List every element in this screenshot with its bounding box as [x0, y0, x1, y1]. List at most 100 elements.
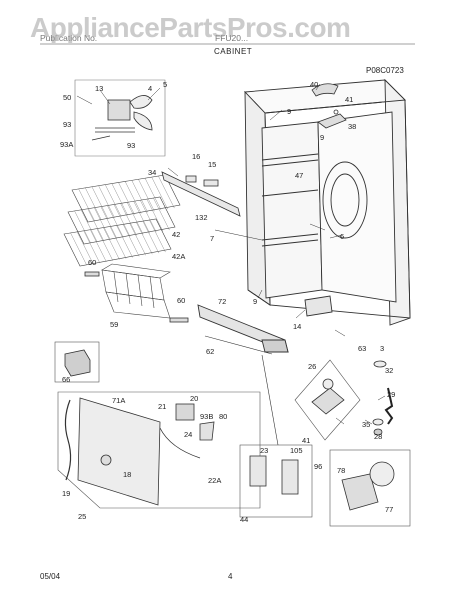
- callout-c15: 15: [208, 160, 217, 169]
- shelf-wire: [131, 180, 148, 213]
- callout-c96: 96: [314, 462, 323, 471]
- shelf-wire: [124, 181, 142, 214]
- shelf-wire: [105, 184, 122, 217]
- shelf-wire: [133, 201, 150, 234]
- shelf-wire: [87, 208, 104, 241]
- kickplate-dimension: [204, 335, 273, 355]
- wire-shelf-mesh: [70, 175, 175, 266]
- leader-lines: [76, 83, 386, 425]
- light-socket: [249, 455, 299, 495]
- callout-c25: 25: [78, 512, 87, 521]
- callout-c60a: 60: [88, 258, 97, 267]
- inset-26: [294, 359, 361, 441]
- shelf-wire: [140, 200, 157, 233]
- callout-c35: 35: [362, 420, 371, 429]
- callout-c62: 62: [206, 347, 215, 356]
- callout-c18: 18: [123, 470, 132, 479]
- shelf-wire: [91, 186, 109, 219]
- callout-c3: 3: [380, 344, 385, 353]
- callout-c19: 19: [62, 489, 71, 498]
- thermostat: [159, 403, 215, 459]
- shelf-wire: [85, 187, 102, 220]
- section-title: CABINET: [214, 47, 253, 56]
- shelf-wire: [98, 185, 115, 218]
- shelf-wire: [126, 202, 144, 235]
- callout-c9b: 9: [320, 133, 325, 142]
- wire-shelves: [63, 174, 181, 267]
- callout-c41b: 41: [302, 436, 311, 445]
- callout-c59: 59: [110, 320, 119, 329]
- callout-c72: 72: [218, 297, 227, 306]
- callout-c24: 24: [184, 430, 193, 439]
- callout-c50: 50: [63, 93, 72, 102]
- callout-c9a: 9: [287, 107, 292, 116]
- callout-c47: 47: [295, 171, 304, 180]
- shelf-wire: [96, 228, 114, 261]
- shelf-wire: [80, 209, 98, 242]
- evaporator-bar: [161, 171, 241, 217]
- inset-105: [239, 444, 313, 518]
- callout-c28: 28: [374, 432, 383, 441]
- callout-c60b: 60: [177, 296, 186, 305]
- callout-c105: 105: [290, 446, 303, 455]
- top-hinge: [311, 83, 347, 129]
- drain-hose: [384, 387, 394, 425]
- publication-label: Publication No.: [40, 33, 98, 43]
- callout-c26: 26: [308, 362, 317, 371]
- callout-c16: 16: [192, 152, 201, 161]
- shelf-wire: [76, 231, 94, 264]
- callout-c71A: 71A: [112, 396, 126, 405]
- model-label: FFU20...: [215, 33, 249, 43]
- callout-c4: 4: [148, 84, 153, 93]
- callout-c6: 6: [340, 232, 345, 241]
- callout-c132: 132: [195, 213, 208, 222]
- shelf-wire: [153, 197, 170, 231]
- callout-c41a: 41: [345, 95, 354, 104]
- cabinet-body: [244, 78, 411, 326]
- fan-motor-inset: [74, 79, 166, 157]
- watermark-logo: AppliancePartsPros.com: [30, 12, 351, 43]
- callout-c77: 77: [385, 505, 394, 514]
- control-panel-inset: [57, 391, 261, 509]
- shelf-wire: [109, 226, 127, 259]
- shelf-wire: [136, 222, 153, 255]
- shelf-wire: [118, 182, 135, 215]
- callout-c42A: 42A: [172, 252, 186, 261]
- shelf-wire: [149, 219, 166, 253]
- callout-c7: 7: [210, 234, 215, 243]
- kickplate: [197, 304, 289, 353]
- footer-date: 05/04: [40, 572, 61, 581]
- callout-c93A: 93A: [60, 140, 74, 149]
- shelf-wire: [90, 229, 107, 262]
- shelf-wire: [122, 224, 140, 257]
- callout-c22A: 22A: [208, 476, 222, 485]
- shelf-wire: [100, 206, 118, 239]
- callout-c9c: 9: [253, 297, 258, 306]
- callout-c66: 66: [62, 375, 71, 384]
- callout-c78: 78: [337, 466, 346, 475]
- shelf-wire: [158, 175, 175, 209]
- shelf-wire: [120, 203, 137, 236]
- callout-c29: 29: [387, 390, 396, 399]
- shelf-wire: [107, 205, 124, 238]
- shelf-wire: [74, 210, 91, 244]
- shelf-wire: [70, 232, 87, 266]
- inset-66: [54, 341, 100, 383]
- shelf-wire: [116, 225, 133, 258]
- callout-c44: 44: [240, 515, 249, 524]
- callout-c42: 42: [172, 230, 181, 239]
- callout-c93a: 93: [63, 120, 72, 129]
- callout-c32: 32: [385, 366, 394, 375]
- shelf-wire: [111, 183, 129, 216]
- shelf-wire: [94, 207, 111, 240]
- callout-c34: 34: [148, 168, 157, 177]
- shelf-wire: [138, 179, 155, 212]
- shelf-wire: [142, 221, 160, 254]
- callout-c21: 21: [158, 402, 167, 411]
- callout-c23: 23: [260, 446, 269, 455]
- control-bracket: [64, 399, 72, 481]
- callout-c38: 38: [348, 122, 357, 131]
- washer-32: [372, 360, 387, 436]
